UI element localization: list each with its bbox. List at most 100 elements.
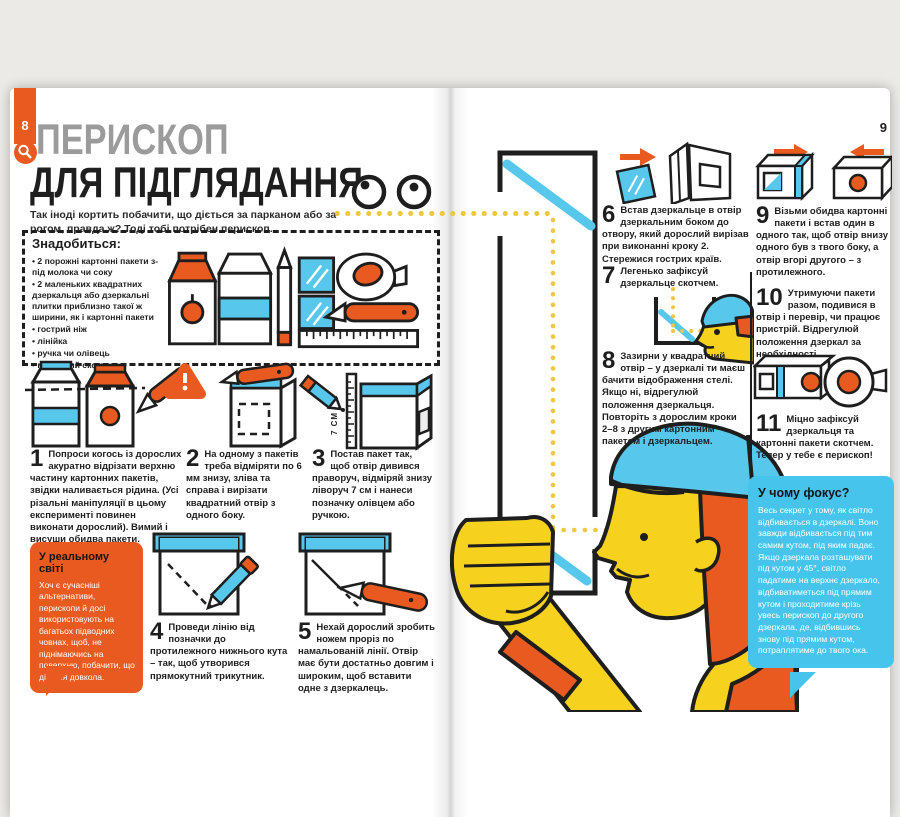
step-5: 5 Нехай дорослий зробить ножем проріз по… [298,618,436,695]
pencil-icon [276,246,293,347]
carton-cut-group [25,360,206,448]
book-binding [432,88,468,817]
materials-illustration [167,246,420,349]
speech-bubble-tail [790,672,816,698]
step-number: 7 [602,262,616,289]
step-number: 8 [602,347,616,374]
juice-carton-icon [216,252,273,346]
how-it-works-heading: У чому фокус? [758,486,850,500]
open-carton-icon [668,141,732,204]
ear [693,536,721,573]
step-text: Постав пакет так, щоб отвір дивився прав… [312,449,433,521]
step-text: Міцно зафіксуй дзеркальця та картонні па… [756,414,874,462]
material-item: • лінійка [32,336,68,346]
materials-heading: Знадобиться: [32,236,121,251]
how-it-works-callout: У чому фокус? Весь секрет у тому, як сві… [748,476,894,668]
join-cartons-illustration [755,144,892,202]
materials-list: • 2 порожні картонні пакети з-під молока… [32,256,160,372]
milk-carton-icon [167,251,218,346]
mirror-icon [297,256,336,330]
step-number: 1 [30,445,44,472]
left-page-number: 8 [21,118,29,133]
light-path [671,287,704,333]
wristband [498,630,582,702]
hand [450,515,555,626]
step-number: 10 [756,284,783,311]
insert-mirror-illustration [615,141,732,204]
page-title-black: ДЛЯ ПІДГЛЯДАННЯ [30,159,363,207]
step-text: Утримуючи пакети разом, подивися в отвір… [756,288,881,360]
measure-mark-illustration [298,372,433,451]
material-item: • 2 маленьких квадратних дзеркальця або … [32,279,154,322]
mirror-icon [658,309,695,342]
step-text: На одному з пакетів треба відміряти по 6… [186,449,302,521]
knife-icon [218,362,295,386]
how-it-works-text: Весь секрет у тому, як світло відбиваєть… [758,505,880,656]
step-1: 1 Попроси когось із дорослих акуратно ві… [30,445,182,546]
draw-line-illustration [152,532,259,616]
step-9: 9 Візьми обидва картонні пакети і встав … [756,202,894,279]
step-text: Легенько зафіксуй дзеркальце скотчем. [620,266,719,290]
cut-slit-illustration [298,532,429,616]
seven-cm-label: 7 СМ [330,412,339,436]
ruler-icon [297,329,420,349]
step-2: 2 На одному з пакетів треба відміряти по… [186,447,304,522]
step-text: Проведи лінію від позначки до протилежно… [150,622,288,682]
step-10: 10 Утримуючи пакети разом, подивися в от… [756,284,894,361]
eyes-icon [351,174,432,210]
step-number: 9 [756,202,770,229]
step-number: 5 [298,618,312,645]
column-divider [750,272,752,464]
chapter-icon [14,141,37,164]
step-text: Зазирни у квадратний отвір – у дзеркалі … [602,351,746,448]
light-path [550,217,611,533]
top-mirror [502,159,596,231]
material-item: • ручка чи олівець [32,348,110,358]
right-page-number: 9 [879,120,887,135]
step-7: 7 Легенько зафіксуй дзеркальце скотчем. [602,262,749,290]
step-4: 4 Проведи лінію від позначки до протилеж… [150,618,292,683]
step-text: Попроси когось із дорослих акуратно відр… [30,449,182,546]
small-face [694,293,754,365]
arm-and-hand [450,515,642,712]
cut-hole-illustration [218,362,297,449]
mouth [616,567,650,579]
periscope-illustration [450,150,799,712]
tape-icon [335,252,408,302]
warning-icon [164,363,206,399]
page-title-gray: ПЕРИСКОП [36,116,229,164]
step-8: 8 Зазирни у квадратний отвір – у дзеркал… [602,347,749,448]
step-number: 6 [602,201,616,228]
tape-periscope-illustration [753,354,888,408]
step-6: 6 Встав дзеркальце в отвір дзеркальним б… [602,201,749,266]
speech-bubble-tail [46,666,74,696]
step-number: 3 [312,445,326,472]
light-path-horizontal [332,210,554,217]
step-11: 11 Міцно зафіксуй дзеркальця та картонні… [756,410,894,463]
material-item: • 2 порожні картонні пакети з-під молока… [32,256,159,277]
knife-icon [336,581,429,612]
real-world-heading: У реальному світі [39,551,109,575]
materials-box [22,230,440,366]
tape-icon [823,356,888,408]
step-3: 3 Постав пакет так, щоб отвір дивився пр… [312,445,434,522]
carton-with-hole-icon [831,155,892,202]
step-text: Візьми обидва картонні пакети і встав од… [756,206,889,278]
page-tab [14,88,36,144]
cut-cartons-illustration [25,360,433,451]
carton-with-mirror-icon [755,151,815,202]
pencil-icon [298,374,343,411]
step-text: Нехай дорослий зробить ножем проріз по н… [298,622,435,694]
assembled-periscope-icon [753,354,837,401]
material-item: • гострий ніж [32,324,87,334]
step-text: Встав дзеркальце в отвір дзеркальним бок… [602,205,749,265]
step-number: 4 [150,618,164,645]
arrow-right-icon [620,148,656,166]
mirror-icon [615,163,657,204]
look-into-mirror-illustration [654,287,754,365]
step-number: 11 [756,410,782,437]
pencil-icon [206,555,259,611]
eye [640,533,648,541]
knife-icon [322,300,420,323]
